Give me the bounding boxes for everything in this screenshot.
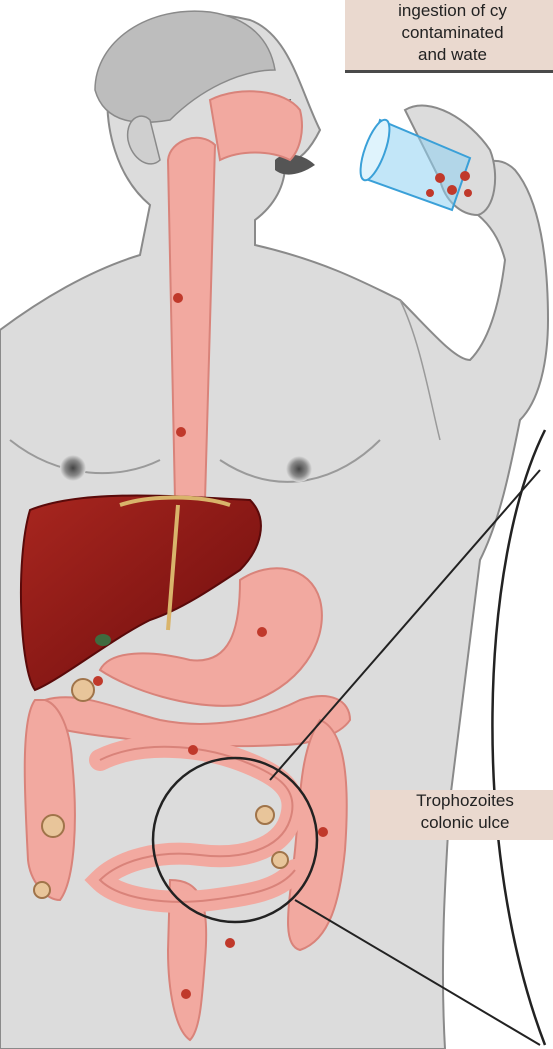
- enlarged-view-arc: [492, 430, 545, 1045]
- cyst-esophagus-2: [176, 427, 186, 437]
- cyst-in-glass-4: [426, 189, 434, 197]
- cyst-esophagus-1: [173, 293, 183, 303]
- cyst-stomach: [257, 627, 267, 637]
- trophozoite-cluster-1: [72, 679, 94, 701]
- cyst-in-glass-2: [447, 185, 457, 195]
- trophozoite-cluster-2: [42, 815, 64, 837]
- ingestion-callout: ingestion of cy contaminated and wate: [345, 0, 553, 73]
- nipple-right: [286, 456, 312, 482]
- nasal-oral-cavity: [210, 91, 302, 160]
- trophozoite-cluster-4: [34, 882, 50, 898]
- cyst-in-glass-3: [460, 171, 470, 181]
- trophozoites-line-1: Trophozoites: [370, 790, 553, 812]
- cyst-in-glass-5: [464, 189, 472, 197]
- trophozoites-line-2: colonic ulce: [370, 812, 553, 834]
- cyst-colon-1: [93, 676, 103, 686]
- ascending-colon: [25, 700, 75, 900]
- cyst-in-glass-1: [435, 173, 445, 183]
- cyst-colon-3: [318, 827, 328, 837]
- cyst-colon-5: [225, 938, 235, 948]
- ingestion-line-2: contaminated: [345, 22, 553, 44]
- cyst-colon-4: [181, 989, 191, 999]
- trophozoites-callout: Trophozoites colonic ulce: [370, 790, 553, 840]
- trophozoite-cluster-5: [272, 852, 288, 868]
- ingestion-line-1: ingestion of cy: [345, 0, 553, 22]
- trophozoite-cluster-3: [256, 806, 274, 824]
- nipple-left: [60, 455, 86, 481]
- hand-with-glass: [355, 106, 495, 215]
- cyst-colon-2: [188, 745, 198, 755]
- mouth: [275, 155, 315, 175]
- ingestion-line-3: and wate: [345, 44, 553, 66]
- gallbladder: [95, 634, 111, 646]
